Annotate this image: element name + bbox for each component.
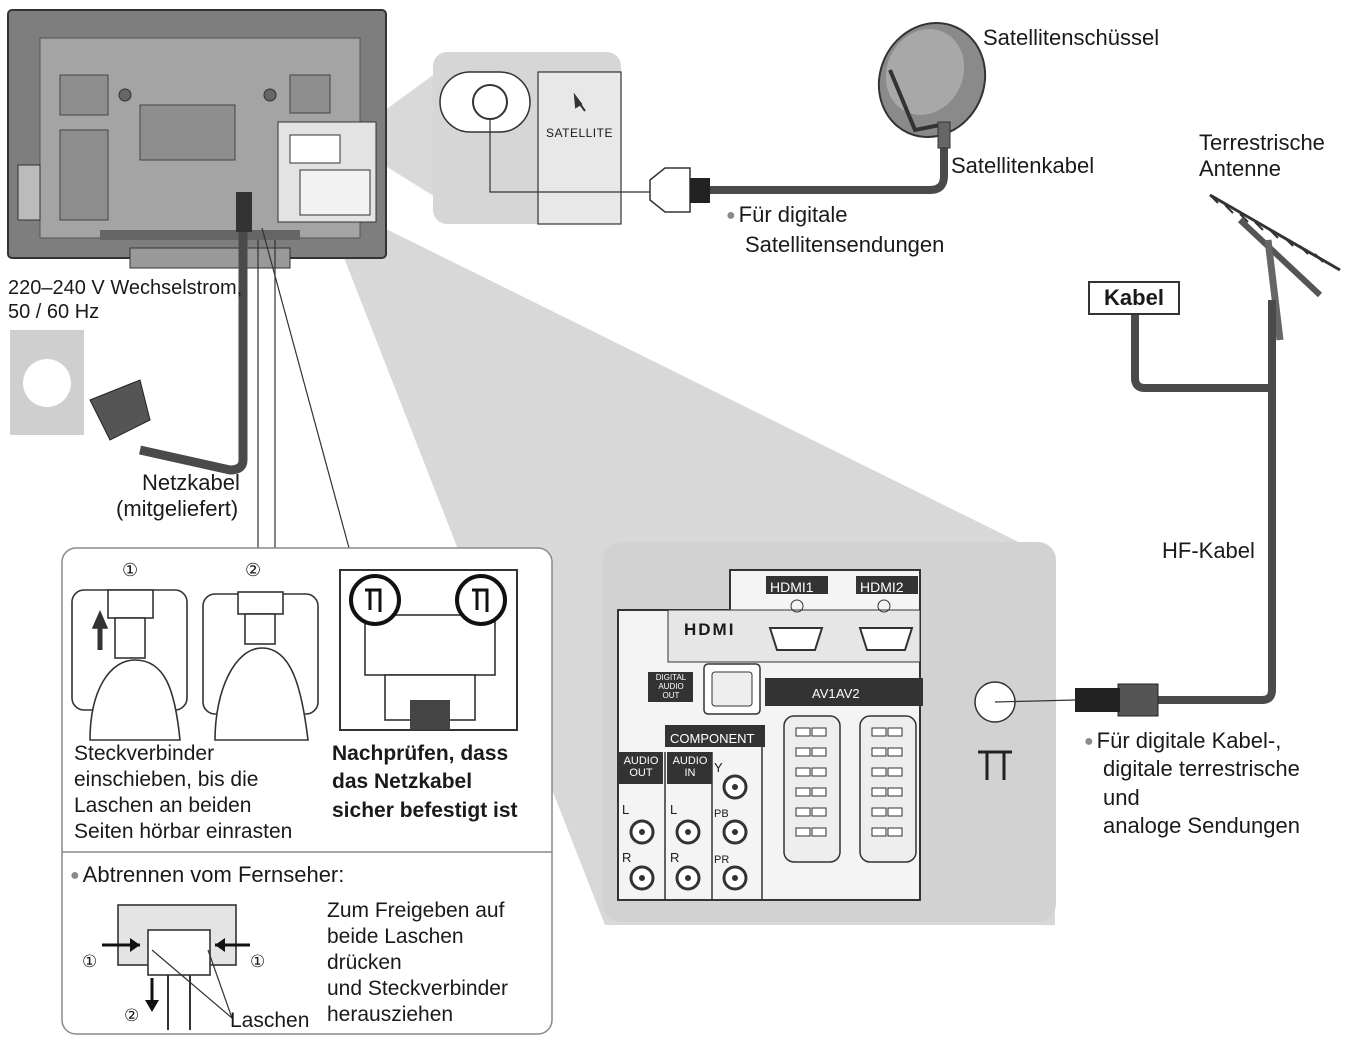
check-drawing: [339, 569, 518, 731]
component-pr-label: PR: [714, 854, 730, 866]
hdmi2-label: HDMI2: [860, 579, 904, 595]
insert-text-1: Steckverbinder: [74, 742, 215, 765]
step1-drawing: [71, 589, 188, 741]
satellite-cable-label: Satellitenkabel: [951, 153, 1095, 178]
release-text-5: herausziehen: [327, 1003, 454, 1026]
insert-text-4: Seiten hörbar einrasten: [74, 820, 293, 843]
tabs-label: Laschen: [230, 1009, 310, 1032]
component-y-label: Y: [714, 760, 723, 775]
audio-in-label: AUDIO IN: [672, 755, 708, 779]
component-label: COMPONENT: [670, 731, 755, 746]
terrestrial-antenna-label-2: Antenne: [1199, 156, 1281, 181]
power-cable-label-2: (mitgeliefert): [116, 496, 239, 521]
satellite-cable: [710, 130, 948, 194]
check-text-1: Nachprüfen, dass: [332, 742, 509, 765]
rf-cable: [1155, 300, 1276, 704]
detach-drawing: [102, 904, 250, 1030]
satellite-dish-graphic: [877, 22, 987, 149]
release-text-1: Zum Freigeben auf: [327, 899, 505, 922]
check-text-2: das Netzkabel: [332, 770, 473, 793]
mains-label-2: 50 / 60 Hz: [8, 301, 100, 323]
audio-out-label: AUDIO OUT: [623, 755, 659, 779]
insert-text-3: Laschen an beiden: [74, 794, 252, 817]
satellite-port-label: SATELLITE: [546, 126, 613, 140]
satellite-dish-label: Satellitenschüssel: [983, 25, 1160, 50]
insert-text-2: einschieben, bis die: [74, 768, 259, 791]
audio-in-right-label: R: [670, 850, 680, 865]
audio-out-left-label: L: [622, 802, 630, 817]
detach-step2: ②: [124, 1006, 140, 1025]
audio-in-left-label: L: [670, 802, 678, 817]
terrestrial-antenna-label-1: Terrestrische: [1199, 130, 1325, 155]
release-text-3: drücken: [327, 951, 402, 974]
power-cable-label-1: Netzkabel: [142, 470, 240, 495]
step2-drawing: [202, 591, 319, 741]
satellite-plug: [649, 167, 691, 213]
antenna-symbol-icon: [978, 750, 1012, 780]
satellite-digital-label-1: Für digitale: [726, 202, 848, 229]
step2-number: ②: [245, 560, 262, 580]
av2-label: AV2: [836, 686, 860, 701]
cable-tv-line: [1131, 312, 1272, 392]
terrestrial-antenna-graphic: [1209, 193, 1341, 341]
rf-cable-label: HF-Kabel: [1162, 538, 1255, 563]
hdmi1-label: HDMI1: [770, 579, 814, 595]
check-text-3: sicher befestigt ist: [332, 799, 518, 822]
hdmi-logo: HDMI: [684, 620, 736, 639]
digital-cable-label-2: digitale terrestrische: [1103, 756, 1300, 781]
satellite-digital-label-2: Satellitensendungen: [745, 232, 945, 257]
release-text-4: und Steckverbinder: [327, 977, 508, 1000]
component-pb-label: PB: [714, 808, 729, 820]
mains-label-1: 220–240 V Wechselstrom,: [8, 277, 243, 299]
detach-step1-left: ①: [82, 952, 98, 971]
audio-out-right-label: R: [622, 850, 632, 865]
release-text-2: beide Laschen: [327, 925, 464, 948]
tv-back: [7, 9, 387, 269]
digital-cable-label-3: und: [1103, 785, 1140, 810]
digital-audio-out-label: DIGITAL AUDIO OUT: [655, 673, 687, 700]
detach-step1-right: ①: [250, 952, 266, 971]
digital-cable-label-4: analoge Sendungen: [1103, 813, 1300, 838]
detach-title: Abtrennen vom Fernseher:: [70, 862, 345, 889]
digital-cable-label-1: Für digitale Kabel-,: [1084, 728, 1282, 755]
cable-box-label: Kabel: [1088, 281, 1180, 315]
step1-number: ①: [122, 560, 139, 580]
power-cable: [139, 200, 248, 475]
av1-label: AV1: [812, 686, 836, 701]
